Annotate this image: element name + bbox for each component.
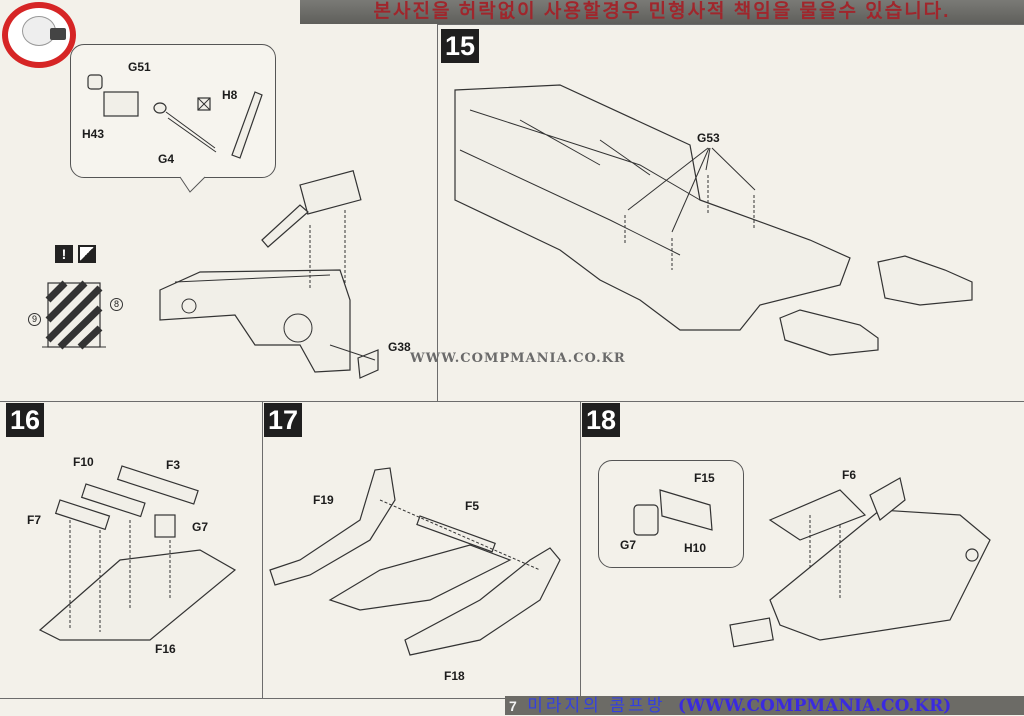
step-number-18: 18 — [582, 403, 620, 437]
part-label-f18: F18 — [444, 669, 465, 683]
part-label-f5: F5 — [465, 499, 480, 513]
footer-bar: 7 미라지의 콤프방 (WWW.COMPMANIA.CO.KR) — [505, 696, 1024, 716]
step-number-17: 17 — [264, 403, 302, 437]
part-label-g53: G53 — [697, 131, 720, 145]
paint-marker-9: 9 — [28, 313, 41, 326]
part-label-f3: F3 — [166, 458, 181, 472]
part-g38 — [357, 349, 379, 379]
watermark: WWW.COMPMANIA.CO.KR — [410, 351, 626, 366]
detail-callout-18 — [598, 460, 744, 568]
part-label-f10: F10 — [73, 455, 94, 469]
site-url-link[interactable]: (WWW.COMPMANIA.CO.KR) — [677, 696, 952, 716]
part-label-h8: H8 — [222, 88, 238, 102]
page-number: 7 — [509, 698, 517, 714]
part-label-g51: G51 — [128, 60, 151, 74]
paint-icon — [78, 245, 96, 263]
part-g51 — [87, 74, 103, 90]
copyright-warning-banner: 본사진을 허락없이 사용할경우 민형사적 책임을 물을수 있습니다. — [300, 0, 1024, 24]
exclamation-icon: ! — [55, 245, 73, 263]
part-label-f6: F6 — [842, 468, 857, 482]
step-number-16: 16 — [6, 403, 44, 437]
part-label-g7: G7 — [192, 520, 209, 534]
part-label-f15: F15 — [694, 471, 715, 485]
part-h8 — [231, 91, 263, 159]
site-name: 미라지의 콤프방 — [527, 696, 666, 715]
step-number-15: 15 — [441, 29, 479, 63]
part-label-f7: F7 — [27, 513, 42, 527]
part-label-g38: G38 — [388, 340, 411, 354]
logo-camera-icon — [50, 28, 66, 40]
part-label-g4: G4 — [158, 152, 175, 166]
part-label-f19: F19 — [313, 493, 334, 507]
part-label-g7-18: G7 — [620, 538, 637, 552]
part-label-f16: F16 — [155, 642, 176, 656]
site-logo — [2, 2, 76, 68]
part-label-h10: H10 — [684, 541, 707, 555]
paint-marker-8: 8 — [110, 298, 123, 311]
part-label-h43: H43 — [82, 127, 105, 141]
part-h43 — [103, 91, 139, 117]
